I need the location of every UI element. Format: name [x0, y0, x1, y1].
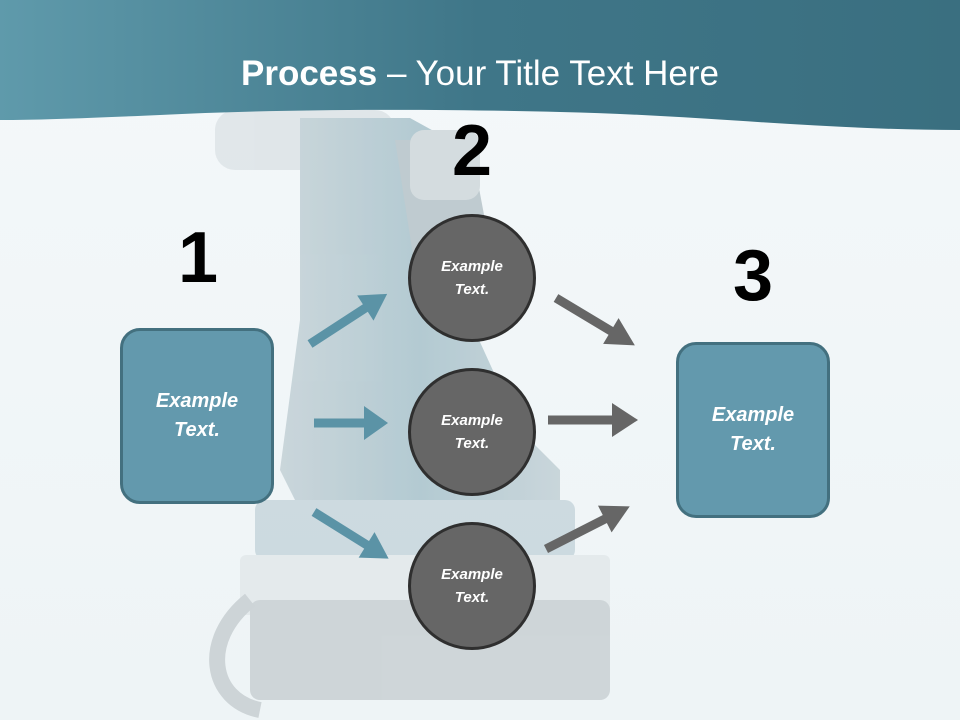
arrow-icon [553, 294, 635, 346]
box-text-line: Text. [730, 433, 776, 455]
step-number-3: 3 [732, 236, 774, 316]
arrow-icon [548, 403, 638, 437]
step-number-1: 1 [177, 218, 219, 298]
circle-text-line: Example [441, 258, 503, 275]
arrow-icon [311, 508, 389, 559]
box-text-line: Text. [174, 419, 220, 441]
circle-text-line: Example [441, 412, 503, 429]
arrow-icon [307, 293, 388, 348]
title-bold: Process [241, 54, 378, 93]
title-rest: – Your Title Text Here [377, 54, 719, 93]
circle-text-line: Text. [454, 589, 490, 606]
page-title: Process – Your Title Text Here [0, 52, 960, 96]
step-number-2: 2 [451, 111, 493, 191]
circle-text-line: Text. [454, 281, 490, 298]
circle-text-line: Example [441, 566, 503, 583]
box-text-line: Example [711, 404, 795, 426]
box-text-line: Example [155, 390, 239, 412]
arrow-icon [314, 406, 388, 440]
arrow-icon [543, 505, 630, 554]
circle-text-line: Text. [454, 435, 490, 452]
